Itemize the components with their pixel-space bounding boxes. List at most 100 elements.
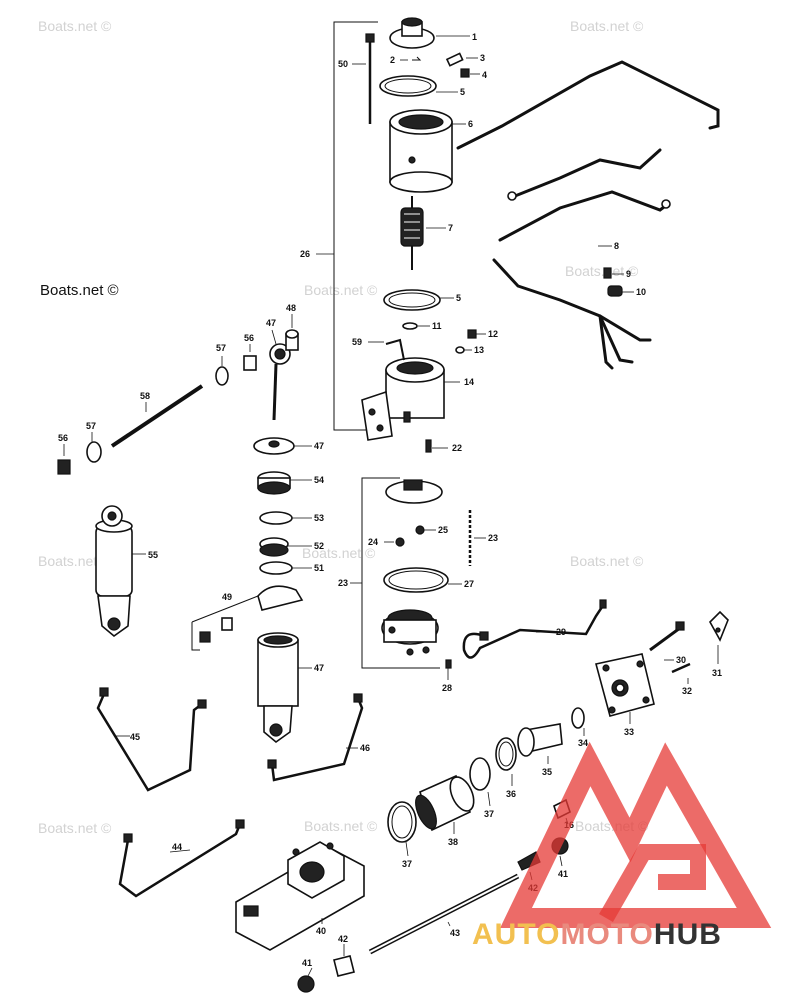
- screw-9: [603, 267, 624, 279]
- bracket-31: [709, 610, 729, 664]
- callout-43: 43: [450, 928, 460, 938]
- callout-35: 35: [542, 767, 552, 777]
- callout-37: 37: [484, 809, 494, 819]
- logo-moto: MOTO: [560, 918, 654, 951]
- valve-35: [517, 723, 563, 764]
- washer-57-bottom: [86, 432, 102, 463]
- automotohub-logo-text: AUTOMOTOHUB: [472, 918, 722, 952]
- callout-6: 6: [468, 119, 473, 129]
- watermark: Boats.net ©: [38, 553, 112, 569]
- callout-47: 47: [314, 441, 324, 451]
- cap-47-middle: [253, 437, 312, 455]
- spring-2: [400, 56, 422, 61]
- automotohub-logo-mark: [500, 741, 772, 928]
- callout-53: 53: [314, 513, 324, 523]
- fitting-12: [467, 329, 486, 339]
- watermark: Boats.net ©: [38, 820, 112, 836]
- callout-3: 3: [480, 53, 485, 63]
- callout-44: 44: [172, 842, 182, 852]
- spring-23: [468, 510, 486, 566]
- cylinder-rod-47-top: [269, 329, 291, 421]
- o-ring-34: [571, 707, 585, 736]
- o-ring-27: [383, 567, 462, 593]
- o-ring-11: [402, 322, 430, 330]
- o-ring-51: [259, 561, 312, 575]
- callout-55: 55: [148, 550, 158, 560]
- pump-body-14: [361, 357, 460, 441]
- piston-52: [259, 537, 312, 557]
- callout-4: 4: [482, 70, 487, 80]
- callout-22: 22: [452, 443, 462, 453]
- nut-56-bottom: [57, 444, 71, 475]
- callout-9: 9: [626, 269, 631, 279]
- armature-7: [400, 196, 446, 270]
- screw-4: [460, 68, 480, 78]
- callout-5: 5: [460, 87, 465, 97]
- callout-14: 14: [464, 377, 474, 387]
- pivot-shaft-43: [368, 873, 520, 955]
- callout-31: 31: [712, 668, 722, 678]
- hose-29: [462, 599, 607, 659]
- callout-23: 23: [488, 533, 498, 543]
- callout-11: 11: [432, 321, 442, 331]
- piston-38: [415, 774, 475, 834]
- callout-13: 13: [474, 345, 484, 355]
- logo-auto: AUTO: [472, 918, 561, 951]
- callout-12: 12: [488, 329, 498, 339]
- bracket-49: [191, 595, 259, 651]
- valve-25: [415, 525, 436, 535]
- hose-46: [267, 693, 364, 782]
- callout-25: 25: [438, 525, 448, 535]
- pin-58: [110, 384, 204, 448]
- callout-8: 8: [614, 241, 619, 251]
- callout-45: 45: [130, 732, 140, 742]
- motor-frame-6: [389, 109, 466, 193]
- watermark: Boats.net ©: [38, 18, 112, 34]
- fitting-59: [368, 338, 405, 361]
- end-cap-1: [389, 17, 470, 49]
- wiring-harness-8: [456, 60, 720, 370]
- fitting-42-bottom: [333, 944, 355, 977]
- callout-5: 5: [456, 293, 461, 303]
- brush-3: [445, 52, 478, 67]
- cylinder-55: [95, 505, 146, 638]
- callout-47: 47: [266, 318, 276, 328]
- callout-7: 7: [448, 223, 453, 233]
- reservoir-23: [381, 479, 443, 656]
- callout-33: 33: [624, 727, 634, 737]
- callout-26: 26: [300, 249, 310, 259]
- hose-45: [96, 687, 207, 792]
- callout-30: 30: [676, 655, 686, 665]
- o-ring-53: [259, 511, 312, 525]
- callout-38: 38: [448, 837, 458, 847]
- bracket-26: [316, 21, 378, 431]
- washer-57-top: [215, 356, 229, 386]
- callout-28: 28: [442, 683, 452, 693]
- nut-41-bottom: [297, 967, 315, 993]
- callout-57: 57: [86, 421, 96, 431]
- clamp-10: [607, 285, 634, 297]
- o-ring-36: [495, 737, 517, 786]
- hose-44: [118, 819, 245, 898]
- o-ring-37-lower: [387, 801, 417, 857]
- callout-1: 1: [472, 32, 477, 42]
- callout-54: 54: [314, 475, 324, 485]
- callout-58: 58: [140, 391, 150, 401]
- piston-54: [257, 471, 312, 495]
- callout-41: 41: [558, 869, 568, 879]
- ball-24: [384, 537, 405, 547]
- callout-34: 34: [578, 738, 588, 748]
- o-ring-37-upper: [469, 757, 491, 807]
- callout-50: 50: [338, 59, 348, 69]
- callout-10: 10: [636, 287, 646, 297]
- watermark: Boats.net ©: [570, 553, 644, 569]
- through-bolt-50: [352, 33, 375, 124]
- callout-36: 36: [506, 789, 516, 799]
- callout-29: 29: [556, 627, 566, 637]
- callout-42: 42: [338, 934, 348, 944]
- o-ring-5-bottom: [383, 289, 454, 311]
- watermark: Boats.net ©: [302, 545, 376, 561]
- callout-23: 23: [338, 578, 348, 588]
- watermark: Boats.net ©: [565, 263, 639, 279]
- manifold-base-40: [235, 841, 365, 951]
